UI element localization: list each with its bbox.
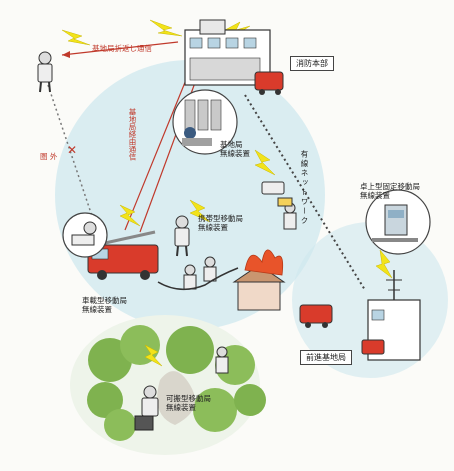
label-portable-mobile: 携帯型移動局 無線装置 (198, 214, 243, 232)
out-of-range-x: ✕ (67, 143, 77, 157)
forest (87, 325, 266, 441)
label-base-radio: 基地局 無線装置 (220, 140, 250, 158)
label-out-of-range: 圏 外 (40, 152, 58, 161)
rescue-team (261, 181, 297, 230)
label-wired-network: 有線ネットワーク (300, 150, 309, 226)
fire-truck (87, 230, 159, 280)
burning-house (232, 249, 286, 311)
fire-hq-building (184, 19, 284, 95)
label-base-relay: 基地局折返し通信 (92, 44, 152, 53)
base-radio-inset (172, 89, 238, 155)
relay-arrow-diag (124, 74, 189, 231)
label-desktop-fixed: 卓上型固定移動局 無線装置 (360, 182, 420, 200)
label-forward-base: 前進基地局 (300, 350, 352, 365)
transportable-radio-operator (134, 346, 229, 431)
label-fire-hq: 消防本部 (290, 56, 334, 71)
label-vehicle-mobile: 車載型移動局 無線装置 (82, 296, 127, 314)
label-transportable-mobile: 可搬型移動局 無線装置 (166, 394, 211, 412)
firefighters-hose (157, 256, 239, 291)
wired-network-line (244, 94, 366, 291)
portable-radio-person-topleft (37, 51, 53, 93)
label-relay-comm: 基地局経由通信 (128, 108, 137, 161)
forward-base-station (299, 270, 421, 361)
relay-arrow-top (61, 41, 179, 56)
vehicle-inset (62, 212, 108, 258)
desktop-radio-inset (365, 189, 431, 255)
portable-radio-person-center (174, 215, 190, 257)
